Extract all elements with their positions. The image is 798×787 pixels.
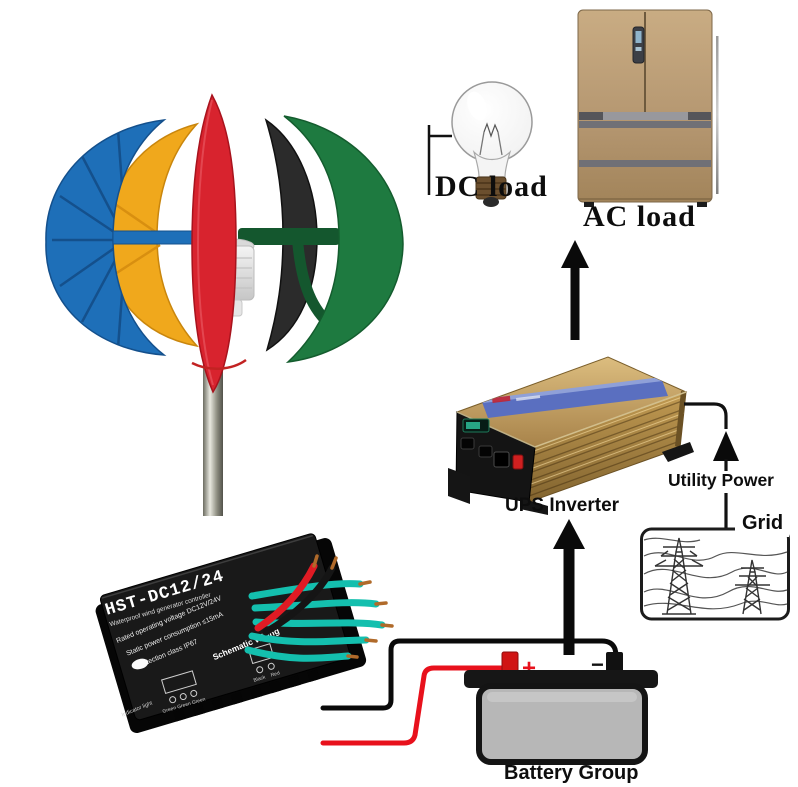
grid-to-inverter-arrow: [684, 402, 739, 529]
wind-turbine: [45, 93, 404, 516]
inverter-power-switch: [512, 454, 524, 470]
ups-inverter-label: UPS Inverter: [505, 495, 620, 516]
blade-blue: [45, 118, 167, 356]
inverter-rib-highlights: [530, 395, 686, 485]
handle-end-right: [688, 112, 711, 120]
bulb-highlight: [467, 91, 487, 121]
bulb-glass: [451, 81, 533, 163]
ups-inverter: [448, 356, 694, 515]
battery-negative-wire: [320, 638, 620, 711]
controller-wiring-diagram: [161, 643, 275, 704]
inverter-foot-left: [448, 468, 470, 504]
blade-blue-ribs: [52, 129, 128, 349]
stripe-highlight: [482, 377, 663, 403]
wind-controller: HST-DC12/24 Waterproof wind generator co…: [95, 533, 367, 733]
battery-negative-terminal: [606, 652, 623, 674]
bulb-neck: [472, 149, 512, 178]
filament-supports: [479, 131, 503, 156]
inverter-foot-mid: [520, 498, 548, 515]
turbine-wire: [191, 358, 247, 370]
screw-ridges: [476, 182, 506, 196]
controller-edge-highlight: [101, 534, 314, 599]
battery-to-inverter-arrow: [553, 519, 585, 655]
battery: + −: [464, 651, 658, 765]
drawer1-strip: [579, 121, 711, 128]
ac-load-fridge: [577, 9, 719, 207]
inverter-to-ac-load-arrow: [561, 240, 589, 340]
fridge-foot-left: [584, 202, 594, 207]
ac-load-label: AC load: [583, 200, 696, 233]
bulb-connector-line: [427, 125, 452, 195]
fridge-drawer2-handle: [579, 160, 711, 167]
controller-red-label: Red: [270, 670, 281, 678]
inverter-end-cap: [675, 391, 686, 448]
inverter-foot-right: [662, 442, 694, 462]
handle-end-left: [579, 112, 603, 120]
inverter-lcd-text: [466, 422, 480, 429]
fridge-display-screen: [635, 31, 642, 43]
battery-body: [476, 683, 648, 765]
thin-pole-line: [716, 36, 719, 194]
battery-group-label: Battery Group: [504, 762, 639, 784]
utility-power-label: Utility Power: [668, 470, 774, 490]
grid-label: Grid: [742, 512, 784, 534]
blade-red-highlight: [196, 99, 214, 386]
blade-red: [191, 93, 237, 394]
grid-label-backing: [735, 511, 789, 537]
stripe-red-text: [491, 395, 511, 403]
controller-mount-hole: [131, 658, 149, 670]
controller-black-label: Black: [253, 674, 267, 683]
dc-load-bulb: [427, 81, 533, 207]
inverter-ribs: [528, 399, 686, 497]
filament: [483, 122, 499, 138]
battery-body-highlight: [487, 692, 637, 702]
inverter-outlet-1: [460, 437, 475, 450]
fridge-foot-right: [697, 202, 707, 207]
grid-box: [640, 511, 790, 621]
turbine-pole: [203, 348, 223, 516]
battery-positive-wire: [320, 665, 504, 746]
green-arm: [238, 228, 340, 245]
inverter-outlet-2: [478, 445, 493, 458]
fridge-display-dot: [635, 47, 642, 51]
bulb-contact: [483, 197, 499, 207]
controller-battery-leads: [254, 554, 338, 636]
grid-towers: [654, 537, 770, 615]
turbine-phase-wires: [244, 580, 394, 662]
fridge-handle-strip: [579, 112, 711, 120]
inverter-blue-stripe: [482, 380, 668, 418]
blade-green: [283, 115, 404, 364]
controller-bottom-fins: [173, 669, 320, 722]
stripe-small-text: [516, 395, 541, 401]
inverter-socket: [493, 451, 510, 468]
dc-load-label: DC load: [435, 170, 548, 203]
